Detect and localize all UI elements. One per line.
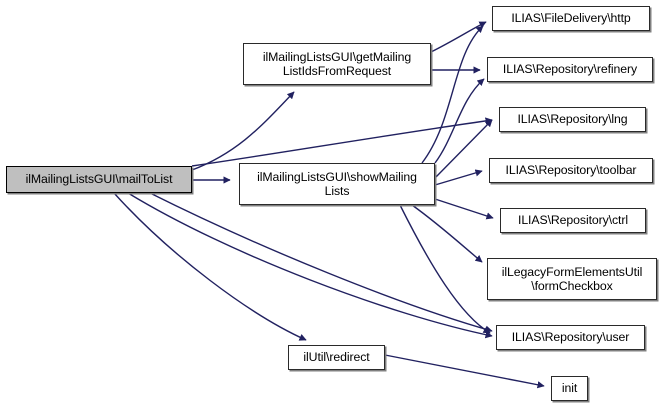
graph-node-formCheckbox[interactable]: ilLegacyFormElementsUtil \formCheckbox	[487, 258, 657, 300]
graph-node-label: ILIAS\Repository\toolbar	[505, 163, 637, 178]
edge-showLists-to-http	[421, 25, 484, 164]
graph-node-label: ILIAS\Repository\ctrl	[518, 213, 628, 228]
edge-showLists-to-lng	[434, 119, 493, 179]
graph-node-label: init	[561, 381, 578, 396]
graph-node-label: ILIAS\Repository\lng	[517, 112, 628, 127]
graph-node-lng[interactable]: ILIAS\Repository\lng	[499, 107, 646, 132]
graph-node-redirect[interactable]: ilUtil\redirect	[288, 345, 385, 370]
edge-mailToList-to-user	[149, 192, 493, 333]
graph-node-label: ILIAS\FileDelivery\http	[511, 11, 631, 26]
graph-node-label: ilMailingListsGUI\showMailing Lists	[257, 169, 417, 199]
edge-showLists-to-formCheckbox	[411, 204, 483, 263]
edge-redirect-to-init	[384, 354, 545, 389]
graph-node-label: ILIAS\Repository\user	[511, 330, 630, 345]
edge-showLists-to-ctrl	[434, 198, 494, 220]
edge-showLists-to-user	[399, 204, 491, 334]
graph-node-label: ILIAS\Repository\refinery	[502, 62, 638, 77]
graph-node-ctrl[interactable]: ILIAS\Repository\ctrl	[500, 208, 646, 233]
graph-node-label: ilUtil\redirect	[303, 350, 370, 365]
graph-node-refinery[interactable]: ILIAS\Repository\refinery	[487, 57, 653, 82]
graph-node-label: ilMailingListsGUI\getMailing ListIdsFrom…	[262, 49, 412, 79]
edge-showLists-to-toolbar	[434, 169, 483, 186]
edge-showLists-to-refinery	[434, 78, 485, 164]
graph-node-mailToList[interactable]: ilMailingListsGUI\mailToList	[6, 166, 192, 193]
graph-node-toolbar[interactable]: ILIAS\Repository\toolbar	[489, 158, 653, 183]
graph-node-init[interactable]: init	[551, 376, 588, 401]
graph-node-showLists[interactable]: ilMailingListsGUI\showMailing Lists	[239, 163, 435, 205]
edge-getIds-to-http	[430, 21, 487, 53]
graph-node-label: ilMailingListsGUI\mailToList	[25, 172, 173, 187]
graph-node-http[interactable]: ILIAS\FileDelivery\http	[492, 6, 650, 31]
graph-node-label: ilLegacyFormElementsUtil \formCheckbox	[501, 264, 643, 294]
edge-mailToList-to-redirect	[113, 192, 307, 341]
graph-node-getIds[interactable]: ilMailingListsGUI\getMailing ListIdsFrom…	[243, 43, 431, 85]
edge-mailToList-to-user	[127, 192, 493, 339]
graph-node-user[interactable]: ILIAS\Repository\user	[496, 325, 645, 350]
